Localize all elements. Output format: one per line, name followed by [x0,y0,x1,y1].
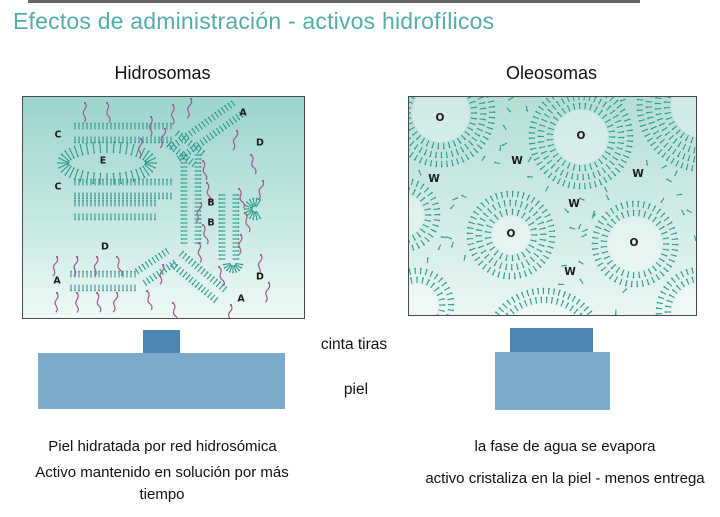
svg-text:W: W [511,155,523,167]
slide-title: Efectos de administración - activos hidr… [13,8,495,34]
svg-text:O: O [630,237,639,249]
left-caption-2: Activo mantenido en solución por más tie… [35,464,289,503]
svg-text:O: O [577,130,586,142]
svg-text:A: A [239,108,247,119]
svg-text:A: A [53,276,61,287]
svg-text:W: W [568,198,580,210]
svg-text:C: C [55,182,62,193]
oleosomas-figure: O O O O W W W W W [408,96,697,316]
svg-text:D: D [101,242,109,253]
svg-text:W: W [632,168,644,180]
svg-text:W: W [428,173,440,185]
skin-label: piel [343,381,369,398]
oleosomas-heading: Oleosomas [505,63,598,83]
hidrosomas-heading: Hidrosomas [114,63,211,83]
svg-text:O: O [436,112,445,124]
tape-strip-right [510,328,593,353]
tape-strip-left [143,330,180,353]
tape-label: cinta tiras [320,336,388,353]
left-caption-1: Piel hidratada por red hidrosómica [48,438,277,455]
svg-text:B: B [207,198,214,209]
right-caption-2: activo cristaliza en la piel - menos ent… [425,470,705,487]
svg-text:D: D [256,272,264,283]
oleosomas-diagram: O O O O W W W W W [409,97,696,315]
skin-block-left [38,353,285,409]
svg-text:A: A [237,294,245,305]
skin-block-right [495,352,610,410]
right-caption-1: la fase de agua se evapora [474,438,656,455]
svg-text:D: D [256,138,264,149]
slide-top-edge [28,0,640,3]
svg-text:E: E [100,156,107,167]
svg-text:B: B [207,218,214,229]
svg-text:C: C [55,130,62,141]
svg-text:W: W [564,266,576,278]
svg-text:O: O [507,228,516,240]
